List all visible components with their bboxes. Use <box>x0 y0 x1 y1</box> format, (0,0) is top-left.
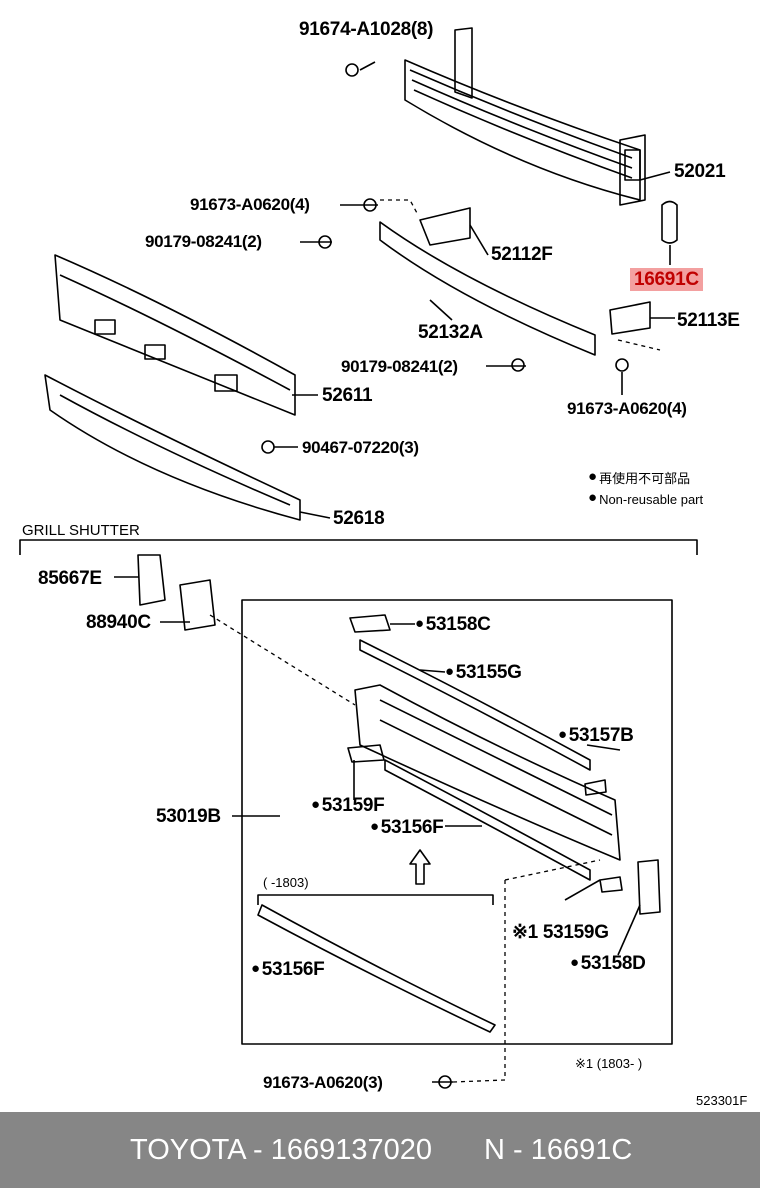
absorber-52611-drawing <box>54 254 296 416</box>
bar-52132a-drawing <box>379 221 596 356</box>
label-53019b: 53019B <box>156 806 221 827</box>
legend-non-reusable-en: Non-reusable part <box>588 490 703 506</box>
label-52618: 52618 <box>333 508 385 529</box>
date-range-label: ( -1803) <box>263 875 309 890</box>
note-1803: ※1 (1803- ) <box>575 1056 643 1071</box>
bracket-52112f-drawing <box>419 207 471 246</box>
label-52611: 52611 <box>322 385 373 406</box>
up-arrow-icon <box>409 849 431 885</box>
label-90467-07220: 90467-07220(3) <box>302 438 419 457</box>
label-53159f: 53159F <box>311 796 385 815</box>
label-16691c-highlighted[interactable]: 16691C <box>630 268 703 291</box>
label-85667e: 85667E <box>38 568 102 589</box>
seal-53156f-drawing <box>257 904 496 1033</box>
section-title-grill-shutter: GRILL SHUTTER <box>22 522 140 539</box>
label-52021: 52021 <box>674 161 726 182</box>
label-91673-a0620-bottom: 91673-A0620(3) <box>263 1073 383 1092</box>
legend-non-reusable-jp: 再使用不可部品 <box>588 469 690 485</box>
foam-16691c-drawing <box>661 200 678 244</box>
label-53158c: 53158C <box>415 615 491 634</box>
actuator-88940c-drawing <box>179 579 216 631</box>
seal-53158c-drawing <box>349 614 391 633</box>
bracket-85667e-drawing <box>137 554 166 606</box>
footer-bar: TOYOTA - 1669137020 N - 16691C <box>0 1112 760 1188</box>
label-52132a: 52132A <box>418 322 483 343</box>
seal-53155g-drawing <box>359 639 591 771</box>
label-88940c: 88940C <box>86 612 151 633</box>
absorber-52618-drawing <box>44 374 301 521</box>
diagram-code: 523301F <box>696 1093 748 1108</box>
footer-reference-number: N - 16691C <box>484 1134 633 1166</box>
label-53157b: 53157B <box>558 726 634 745</box>
label-53156f: 53156F <box>370 818 444 837</box>
label-52113e: 52113E <box>677 310 740 331</box>
footer-brand-part-number: TOYOTA - 1669137020 <box>130 1134 433 1166</box>
label-91673-a0620-top: 91673-A0620(4) <box>190 195 310 214</box>
label-53155g: 53155G <box>445 663 522 682</box>
label-53159g: ※1 53159G <box>512 922 609 943</box>
seal-53158d-drawing <box>637 859 661 915</box>
label-91674-a1028: 91674-A1028(8) <box>299 19 434 40</box>
label-53156f-early: 53156F <box>251 960 325 979</box>
label-90179-08241-top: 90179-08241(2) <box>145 232 262 251</box>
label-91673-a0620-right: 91673-A0620(4) <box>567 399 687 418</box>
label-52112f: 52112F <box>491 244 553 265</box>
label-53158d: 53158D <box>570 954 646 973</box>
parts-diagram <box>19 27 698 1089</box>
bumper-reinforcement-52021-drawing <box>404 27 646 206</box>
shutter-53019b-drawing <box>354 684 621 861</box>
bracket-52113e-drawing <box>609 301 651 335</box>
label-90179-08241-bottom: 90179-08241(2) <box>341 357 458 376</box>
